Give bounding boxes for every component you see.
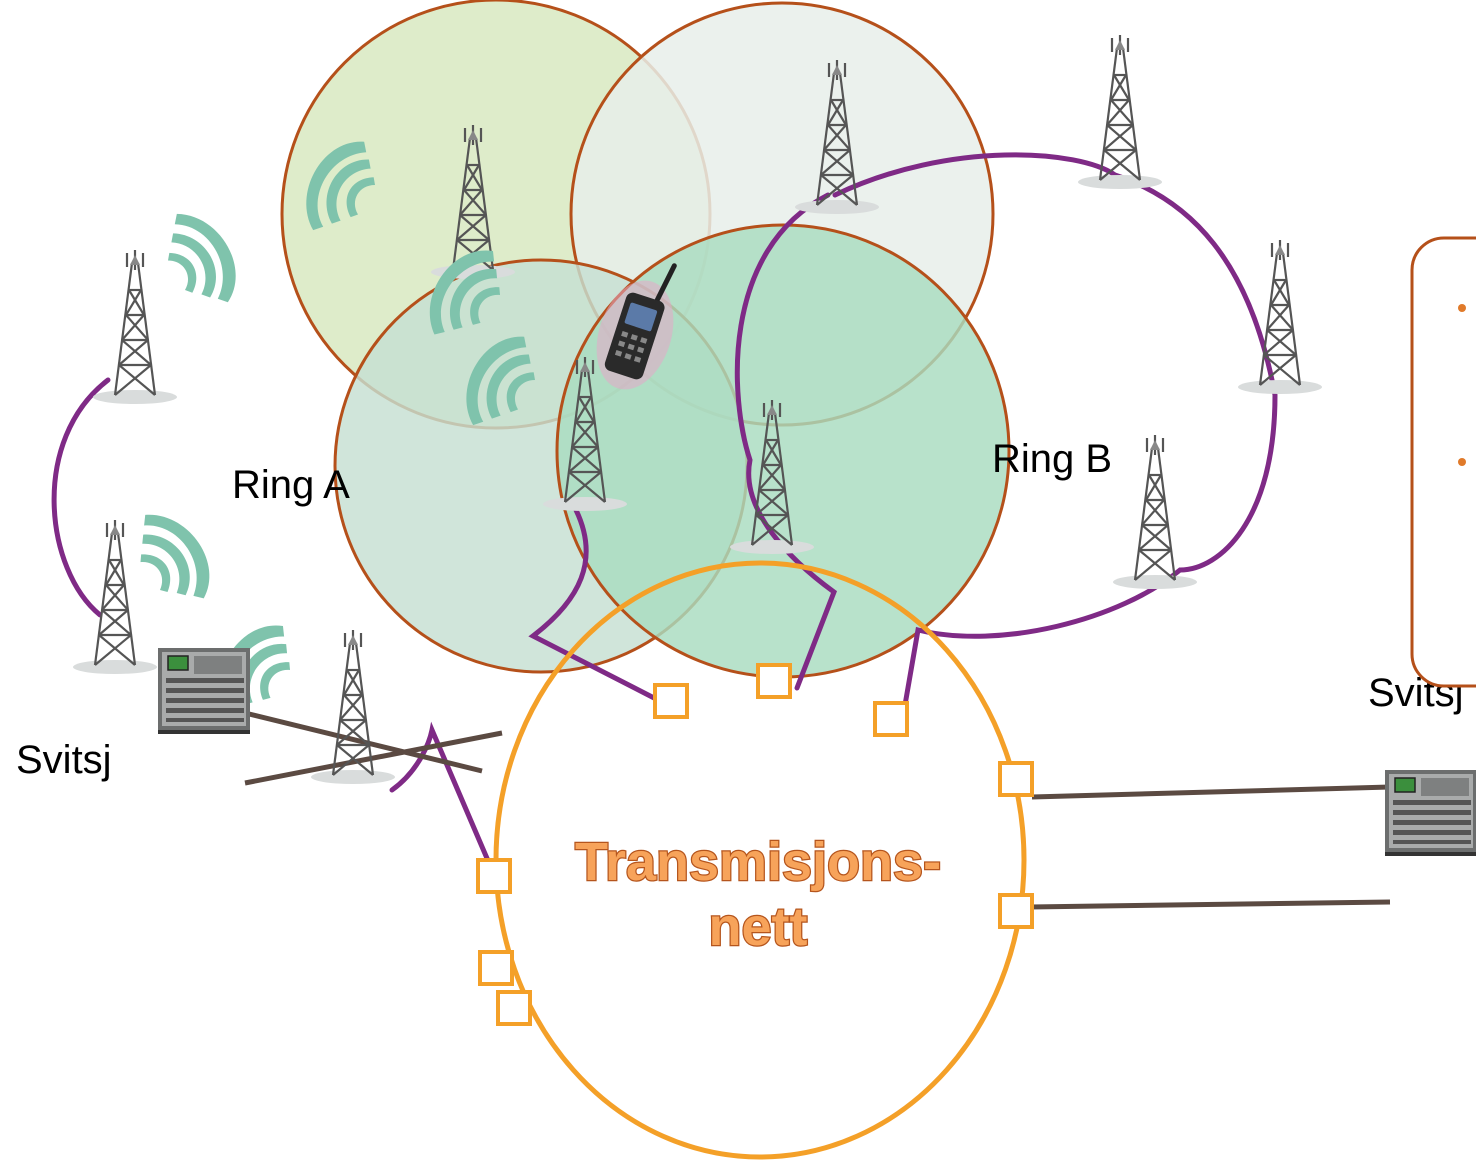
ring-port [478,950,514,986]
ring-port [873,701,909,737]
ring-port [998,761,1034,797]
ring-a-link-bottom [389,721,495,873]
transmission-network-label-line2: nett [709,897,808,957]
trunk-lines [244,710,1391,910]
ring-b-loop [832,152,1278,708]
ring-ports [476,663,1034,1026]
ring-a-link-center [528,507,661,703]
info-bullet-2 [1458,458,1466,466]
info-box [1410,236,1476,688]
ring-port [756,663,792,699]
info-bullet-1 [1458,304,1466,312]
ring-a-label: Ring A [232,463,350,507]
handheld-radio-icon [596,263,677,390]
radio-signal-icon [150,200,252,318]
ring-port [476,858,512,894]
switch-left-label: Svitsj [16,738,112,782]
ring-b-link [734,192,838,691]
ring-port [653,683,689,719]
radio-tower-icon [1111,433,1199,591]
ring-port [998,893,1034,929]
ring-a-link-left [51,377,111,618]
server-switch-icon [157,647,251,735]
ring-links [51,152,1278,873]
radio-tower-icon [1236,238,1324,396]
ring-port [496,990,532,1026]
ring-b-label: Ring B [992,437,1112,481]
server-switch-icon [1384,769,1476,857]
switch-left: Svitsj [16,647,251,782]
radio-signal-icon [119,498,227,617]
switch-right: Svitsj [1368,671,1476,857]
transmission-network-label-line1: Transmisjons- [575,832,941,892]
